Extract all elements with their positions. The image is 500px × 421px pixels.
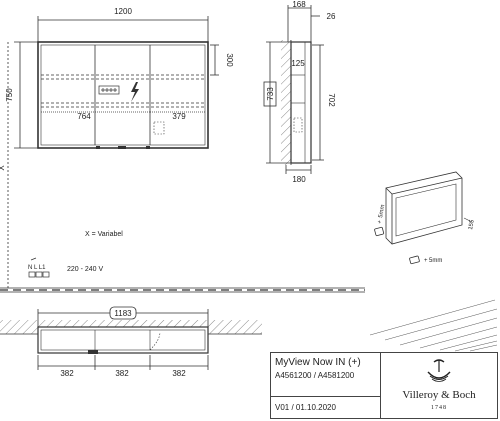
plan-segment-label-1: 382 bbox=[60, 369, 74, 378]
front-view-labels: 1200 750 300 764 379 X bbox=[0, 7, 234, 171]
side-view-labels: 168 26 125 733 702 180 bbox=[266, 0, 336, 184]
cabinet-frame bbox=[37, 41, 209, 149]
electric-bolt-icon bbox=[131, 82, 139, 102]
gap-side-marker-icon bbox=[374, 226, 385, 237]
door-right-label: 379 bbox=[172, 112, 186, 121]
gap-bottom-marker-icon bbox=[409, 255, 420, 265]
plan-segment-label-3: 382 bbox=[172, 369, 186, 378]
title-block-info: MyView Now IN (+) A4561200 / A4581200 V0… bbox=[271, 353, 381, 418]
socket-symbol bbox=[98, 85, 120, 95]
article-numbers: A4561200 / A4581200 bbox=[275, 371, 355, 380]
wall-hatch bbox=[281, 40, 291, 165]
notes: X = Variabel N L L1 220 - 240 V bbox=[28, 231, 123, 278]
wall-strip bbox=[0, 287, 365, 293]
gap-bottom-prefix: + bbox=[424, 258, 428, 264]
inner-height-label: 702 bbox=[327, 93, 336, 107]
voltage-label: 220 - 240 V bbox=[67, 266, 104, 273]
gap-side-label: 5mm bbox=[378, 204, 386, 218]
recess-label: 26 bbox=[327, 12, 336, 21]
title-block: MyView Now IN (+) A4561200 / A4581200 V0… bbox=[270, 352, 498, 419]
iso-floor-hatch bbox=[369, 299, 498, 352]
total-height-label: 733 bbox=[266, 87, 275, 101]
product-name: MyView Now IN (+) bbox=[275, 357, 361, 368]
plan-recess bbox=[37, 326, 209, 354]
gap-bottom-label: 5mm bbox=[429, 258, 442, 264]
variable-note: X = Variabel bbox=[85, 231, 123, 238]
iso-recess-outline bbox=[385, 171, 463, 245]
depth-top-label: 168 bbox=[292, 0, 306, 9]
plan-segment-label-2: 382 bbox=[115, 369, 129, 378]
plan-view bbox=[0, 306, 262, 370]
shelf-height-label: 300 bbox=[225, 53, 234, 67]
depth-bottom-label: 180 bbox=[292, 175, 306, 184]
brand-area: Villeroy & Boch 1748 bbox=[381, 353, 497, 418]
plan-width-box bbox=[109, 306, 137, 320]
door-left-label: 764 bbox=[77, 112, 91, 121]
brand-name: Villeroy & Boch bbox=[402, 389, 476, 401]
width-label: 1200 bbox=[114, 7, 132, 16]
side-section bbox=[290, 41, 312, 164]
iso-view bbox=[369, 171, 498, 352]
inner-label: 125 bbox=[291, 59, 305, 68]
plan-view-labels: 1183 382 382 382 bbox=[60, 309, 186, 378]
terminal-block-icon bbox=[28, 257, 50, 278]
x-marker-label: X bbox=[0, 165, 6, 171]
total-height-box bbox=[263, 81, 277, 107]
plan-width-label: 1183 bbox=[114, 309, 132, 318]
villeroy-boch-logo-icon bbox=[427, 359, 451, 382]
height-label: 750 bbox=[5, 88, 14, 102]
brand-year: 1748 bbox=[431, 405, 447, 411]
iso-side-value-label: 155 bbox=[468, 219, 476, 231]
electrical-terminals-label: N L L1 bbox=[28, 265, 46, 271]
front-view bbox=[7, 16, 219, 288]
gap-side-prefix: + bbox=[377, 219, 384, 224]
version-date: V01 / 01.10.2020 bbox=[275, 403, 336, 412]
side-view bbox=[263, 5, 324, 174]
iso-view-labels: + 5mm + 5mm 155 bbox=[377, 204, 476, 264]
title-block-divider bbox=[271, 396, 381, 397]
